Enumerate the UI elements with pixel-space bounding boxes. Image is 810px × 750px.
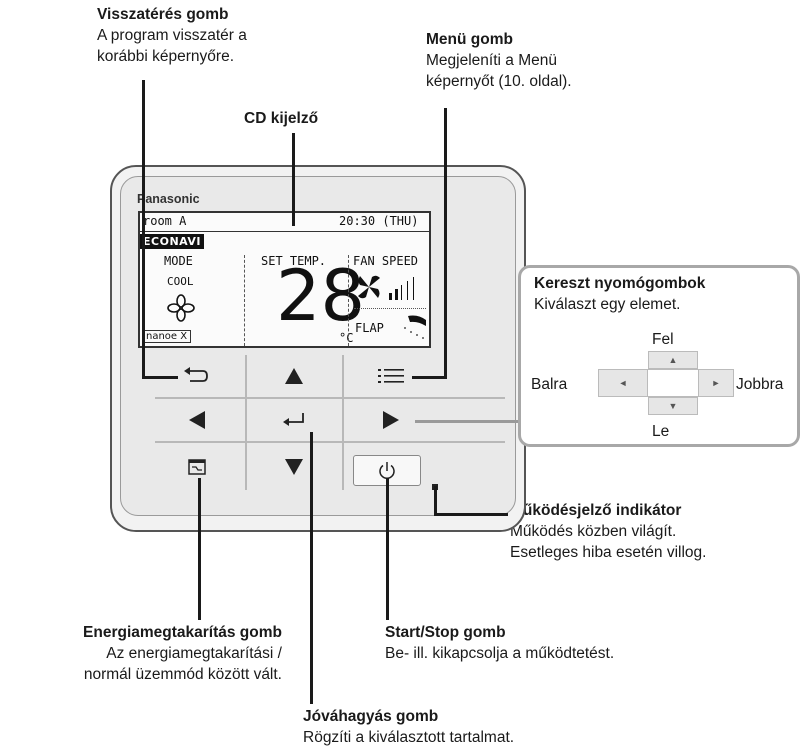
lcd-temperature: 28 <box>276 255 366 337</box>
indicator-leader-line <box>434 486 437 516</box>
econavi-badge: ECONAVI <box>140 234 205 249</box>
back-desc-1: A program visszatér a <box>97 27 247 44</box>
energy-desc-2: normál üzemmód között vált. <box>83 666 282 683</box>
cross-key-right: ► <box>698 369 734 397</box>
energy-leader-line <box>198 478 201 620</box>
power-icon <box>379 461 395 479</box>
energy-save-icon <box>188 459 206 475</box>
lcd-fan-divider <box>354 308 426 309</box>
left-button[interactable] <box>150 400 244 439</box>
snowflake-icon <box>167 294 195 322</box>
down-button[interactable] <box>247 444 341 490</box>
startstop-title: Start/Stop gomb <box>385 624 506 641</box>
right-button[interactable] <box>344 400 438 439</box>
cross-label-left: Balra <box>531 376 568 393</box>
back-desc-2: korábbi képernyőre. <box>97 48 234 65</box>
cross-key-down: ▼ <box>648 397 698 415</box>
flap-icon <box>404 315 426 339</box>
button-grid-line <box>245 355 247 490</box>
cross-key-center <box>648 369 698 397</box>
energy-title: Energiamegtakarítás gomb <box>83 624 282 641</box>
menu-title: Menü gomb <box>426 31 513 48</box>
confirm-button[interactable] <box>247 400 341 439</box>
indicator-desc-2: Esetleges hiba esetén villog. <box>510 544 707 561</box>
startstop-annotation: Start/Stop gomb Be- ill. kikapcsolja a m… <box>385 622 614 664</box>
lcd-set-temp-label: SET TEMP. <box>261 254 327 268</box>
lcd-title: CD kijelző <box>244 110 319 127</box>
cross-key-left: ◄ <box>598 369 648 397</box>
menu-icon <box>378 369 404 383</box>
menu-leader-line <box>444 108 447 379</box>
lcd-time: 20:30 (THU) <box>339 214 419 228</box>
menu-annotation: Menü gomb Megjeleníti a Menü képernyőt (… <box>426 29 572 92</box>
triangle-left-icon <box>189 410 205 429</box>
lcd-unit: °C <box>339 331 354 345</box>
cross-text: Kereszt nyomógombok Kiválaszt egy elemet… <box>534 273 705 315</box>
indicator-leader-line <box>434 513 508 516</box>
menu-leader-line <box>412 376 447 379</box>
lcd-annotation: CD kijelző <box>244 108 318 129</box>
lcd-mode-value: COOL <box>167 275 194 288</box>
cross-label-right: Jobbra <box>736 376 784 393</box>
indicator-title: Működésjelző indikátor <box>510 502 682 519</box>
confirm-desc-1: Rögzíti a kiválasztott tartalmat. <box>303 729 515 746</box>
up-button[interactable] <box>247 357 341 395</box>
back-leader-line <box>142 80 145 378</box>
confirm-title: Jóváhagyás gomb <box>303 708 439 725</box>
startstop-leader-line <box>386 478 389 620</box>
lcd-fan-label: FAN SPEED <box>353 254 419 268</box>
triangle-down-icon <box>285 459 303 475</box>
indicator-annotation: Működésjelző indikátor Működés közben vi… <box>510 500 706 563</box>
menu-desc-1: Megjeleníti a Menü <box>426 52 557 69</box>
triangle-right-icon <box>383 410 399 429</box>
nanoe-badge: nanoe X <box>142 330 192 343</box>
energy-annotation: Energiamegtakarítás gomb Az energiamegta… <box>4 622 282 685</box>
lcd-flap-label: FLAP <box>355 321 384 335</box>
button-grid-line <box>155 397 505 399</box>
back-leader-line <box>142 376 178 379</box>
cross-title: Kereszt nyomógombok <box>534 275 706 292</box>
back-title: Visszatérés gomb <box>97 6 229 23</box>
fan-speed-icon <box>358 275 414 300</box>
cross-key-up: ▲ <box>648 351 698 369</box>
button-grid-line <box>342 355 344 490</box>
lcd-mode-label: MODE <box>164 254 193 268</box>
confirm-annotation: Jóváhagyás gomb Rögzíti a kiválasztott t… <box>303 706 514 748</box>
back-icon <box>184 367 208 382</box>
lcd-display: room A 20:30 (THU) ECONAVI MODE COOL nan… <box>138 211 431 348</box>
lcd-leader-line <box>292 133 295 226</box>
lcd-divider-2 <box>348 255 349 346</box>
energy-desc-1: Az energiamegtakarítási / <box>106 645 282 662</box>
lcd-room: room A <box>143 214 187 228</box>
indicator-desc-1: Működés közben világít. <box>510 523 677 540</box>
menu-button[interactable] <box>344 357 438 395</box>
menu-desc-2: képernyőt (10. oldal). <box>426 73 572 90</box>
confirm-leader-line <box>310 432 313 704</box>
cross-label-up: Fel <box>652 331 674 348</box>
button-grid-line <box>155 441 505 443</box>
cross-label-down: Le <box>652 423 670 440</box>
lcd-separator <box>140 231 429 232</box>
lcd-divider-1 <box>244 255 245 346</box>
cross-leader-line <box>415 420 521 423</box>
enter-icon <box>283 412 304 426</box>
triangle-up-icon <box>285 368 303 384</box>
brand-logo: Panasonic <box>137 192 200 206</box>
startstop-desc-1: Be- ill. kikapcsolja a működtetést. <box>385 645 615 662</box>
cross-buttons-callout: Kereszt nyomógombok Kiválaszt egy elemet… <box>518 265 800 447</box>
energy-save-button[interactable] <box>150 444 244 490</box>
back-button[interactable] <box>150 357 244 395</box>
cross-desc-1: Kiválaszt egy elemet. <box>534 296 681 313</box>
back-annotation: Visszatérés gomb A program visszatér a k… <box>97 4 247 67</box>
